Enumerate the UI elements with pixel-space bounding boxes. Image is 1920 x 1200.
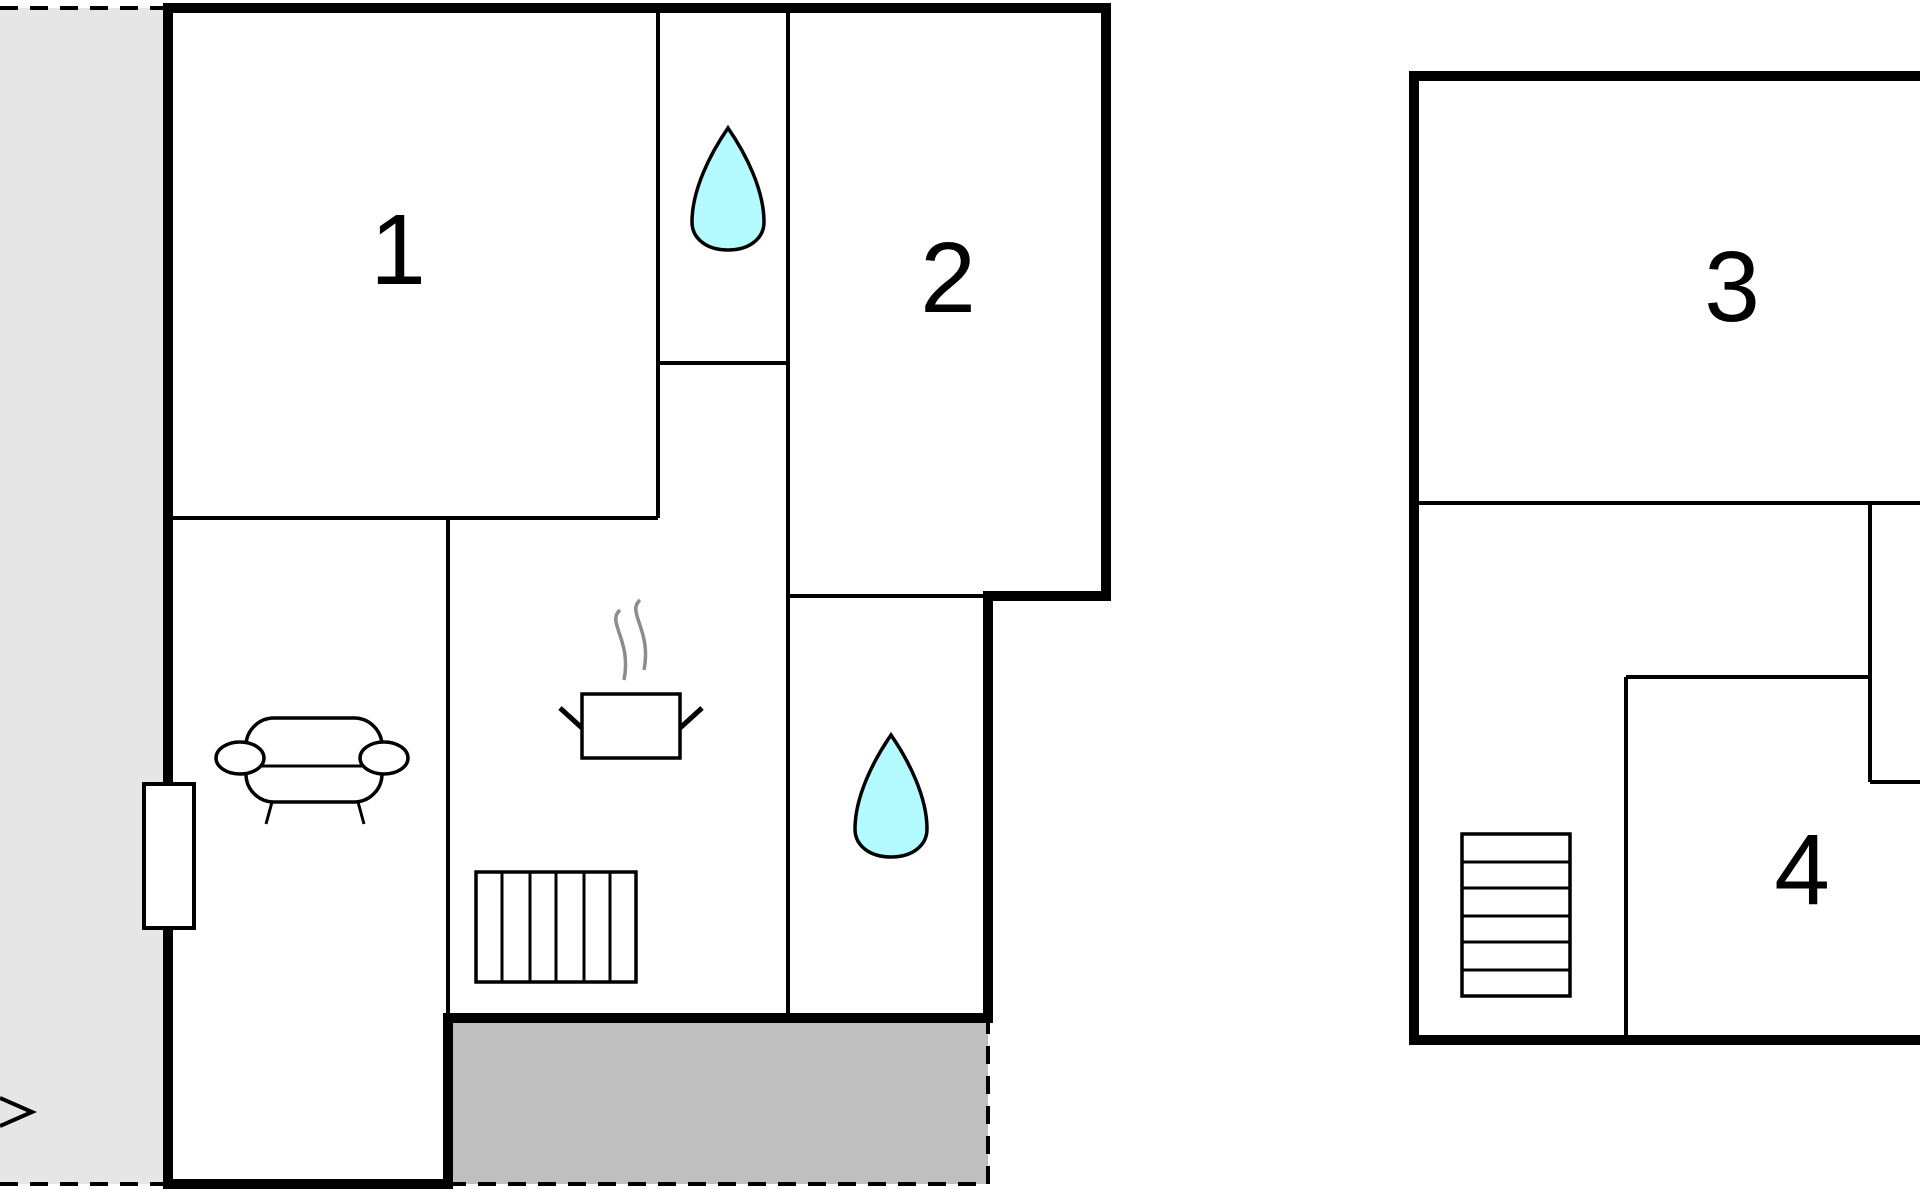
room-label-1: 1 xyxy=(370,194,426,306)
stairs-icon xyxy=(474,870,638,984)
ground-floor: 1 2 xyxy=(142,3,1111,1189)
covered-area xyxy=(448,1018,988,1184)
room-label-3: 3 xyxy=(1704,231,1760,343)
stairs-icon xyxy=(1460,832,1572,998)
sofa-icon xyxy=(214,716,410,825)
upper-floor-outer-wall xyxy=(1409,71,1920,1045)
water-drop-icon xyxy=(690,124,766,252)
water-drop-icon xyxy=(853,731,929,859)
cooking-pot-icon xyxy=(558,598,704,760)
door-marker xyxy=(142,782,196,930)
terrace-arrow-mark xyxy=(0,1096,37,1128)
room-label-4: 4 xyxy=(1774,814,1830,926)
room-label-2: 2 xyxy=(920,222,976,334)
terrace-area xyxy=(0,8,168,1184)
covered-area-dashed-edge xyxy=(448,1018,990,1186)
upper-floor: 3 4 xyxy=(1409,71,1920,1045)
